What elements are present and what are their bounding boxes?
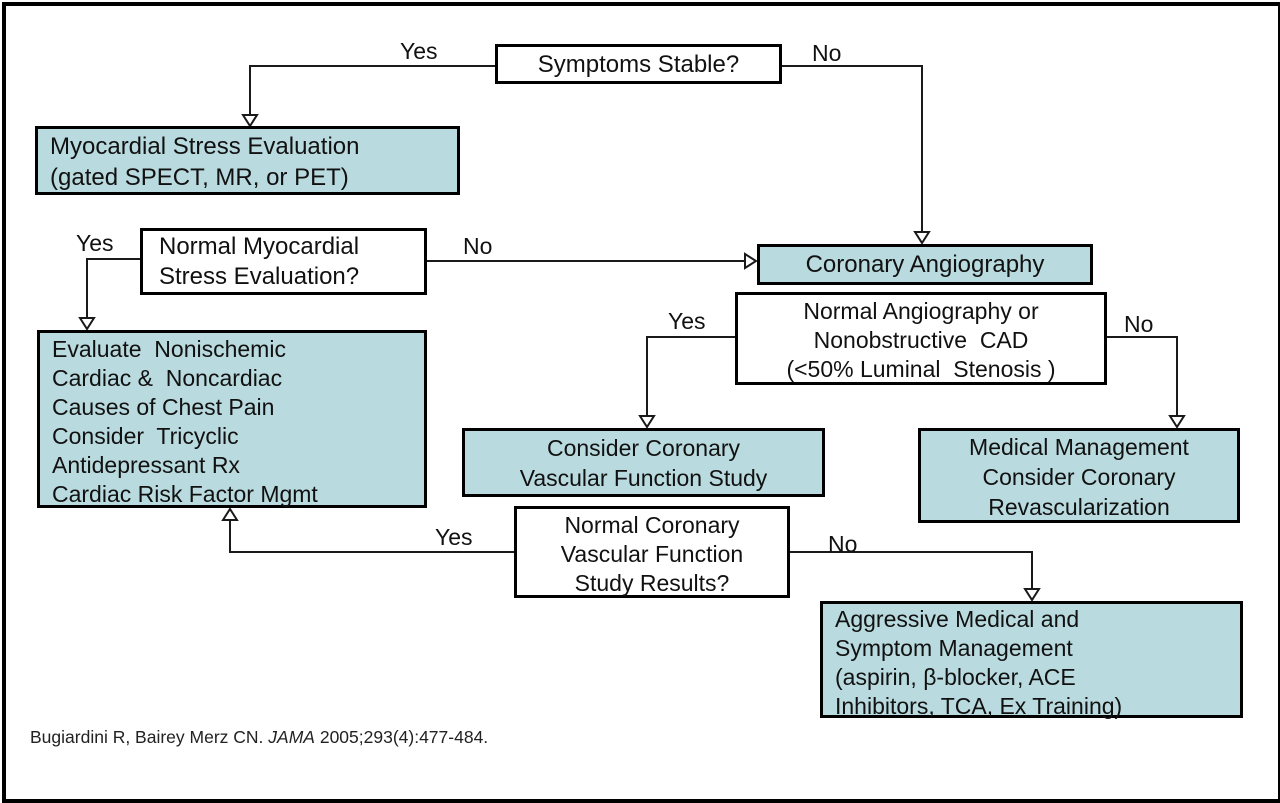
node-normal-angiography: Normal Angiography or Nonobstructive CAD… bbox=[735, 292, 1107, 385]
node-text: (aspirin, β-blocker, ACE bbox=[835, 664, 1076, 690]
node-text: Stress Evaluation? bbox=[159, 263, 360, 290]
node-text: Vascular Function bbox=[560, 541, 744, 567]
node-text: Cardiac & Noncardiac bbox=[52, 365, 283, 391]
edge-label-no: No bbox=[1124, 311, 1154, 337]
node-consider-vascular-function-study: Consider Coronary Vascular Function Stud… bbox=[462, 428, 825, 497]
node-text: Aggressive Medical and bbox=[835, 606, 1080, 632]
node-text: Evaluate Nonischemic bbox=[52, 336, 286, 362]
node-text: Consider Coronary bbox=[546, 435, 741, 461]
citation-journal: JAMA bbox=[268, 727, 315, 747]
node-evaluate-nonischemic: Evaluate Nonischemic Cardiac & Noncardia… bbox=[37, 330, 427, 508]
node-text: Consider Tricyclic bbox=[52, 423, 239, 449]
arrowhead-down-icon bbox=[1023, 588, 1041, 602]
node-normal-vascular-results: Normal Coronary Vascular Function Study … bbox=[514, 506, 790, 598]
edge-label-no: No bbox=[812, 40, 842, 66]
node-medical-management: Medical Management Consider Coronary Rev… bbox=[918, 428, 1240, 523]
edge-angiography-yes bbox=[646, 336, 735, 416]
node-text: Symptom Management bbox=[835, 635, 1073, 661]
edge-label-yes: Yes bbox=[435, 524, 473, 550]
arrowhead-down-icon bbox=[1168, 415, 1186, 429]
edge-angiography-no bbox=[1105, 336, 1178, 416]
arrowhead-down-icon bbox=[913, 231, 931, 245]
node-myocardial-stress-evaluation: Myocardial Stress Evaluation (gated SPEC… bbox=[35, 126, 460, 195]
node-text: (gated SPECT, MR, or PET) bbox=[50, 164, 349, 191]
edge-vascular-yes bbox=[229, 520, 514, 553]
node-text: Cardiac Risk Factor Mgmt bbox=[52, 481, 318, 507]
edge-label-yes: Yes bbox=[668, 308, 706, 334]
node-text: Normal Myocardial bbox=[159, 233, 360, 260]
node-text: Normal Coronary bbox=[564, 512, 740, 538]
node-text: Vascular Function Study bbox=[519, 465, 768, 491]
citation-authors: Bugiardini R, Bairey Merz CN. bbox=[30, 727, 269, 747]
arrowhead-down-icon bbox=[638, 415, 656, 429]
edge-symptoms-yes bbox=[249, 65, 495, 115]
node-text: Revascularization bbox=[988, 494, 1170, 520]
edge-myocardial-yes bbox=[86, 258, 140, 318]
citation-reference: 2005;293(4):477-484. bbox=[314, 727, 489, 747]
arrowhead-up-icon bbox=[221, 507, 239, 521]
node-text: Causes of Chest Pain bbox=[52, 394, 275, 420]
node-text: Symptoms Stable? bbox=[537, 50, 740, 78]
arrowhead-down-icon bbox=[241, 114, 259, 128]
edge-label-no: No bbox=[463, 233, 493, 259]
node-text: (<50% Luminal Stenosis ) bbox=[786, 356, 1056, 382]
citation: Bugiardini R, Bairey Merz CN. JAMA 2005;… bbox=[30, 727, 488, 748]
node-text: Myocardial Stress Evaluation bbox=[50, 133, 360, 160]
node-text: Coronary Angiography bbox=[805, 251, 1045, 278]
edge-symptoms-no bbox=[782, 65, 923, 232]
edge-label-yes: Yes bbox=[76, 230, 114, 256]
node-coronary-angiography: Coronary Angiography bbox=[757, 244, 1093, 285]
node-text: Normal Angiography or bbox=[803, 298, 1039, 324]
node-text: Antidepressant Rx bbox=[52, 452, 240, 478]
node-normal-myocardial-stress: Normal Myocardial Stress Evaluation? bbox=[140, 228, 427, 295]
node-symptoms-stable: Symptoms Stable? bbox=[495, 44, 782, 84]
node-text: Consider Coronary bbox=[982, 464, 1176, 490]
edge-label-yes: Yes bbox=[400, 38, 438, 64]
node-text: Inhibitors, TCA, Ex Training) bbox=[835, 693, 1123, 719]
edge-label-no: No bbox=[828, 531, 858, 557]
node-text: Medical Management bbox=[969, 434, 1189, 460]
node-aggressive-management: Aggressive Medical and Symptom Managemen… bbox=[820, 601, 1243, 719]
edge-vascular-no bbox=[790, 551, 1033, 589]
node-text: Study Results? bbox=[574, 570, 730, 596]
node-text: Nonobstructive CAD bbox=[813, 327, 1029, 353]
arrowhead-down-icon bbox=[78, 317, 96, 331]
arrowhead-right-icon bbox=[744, 252, 758, 270]
